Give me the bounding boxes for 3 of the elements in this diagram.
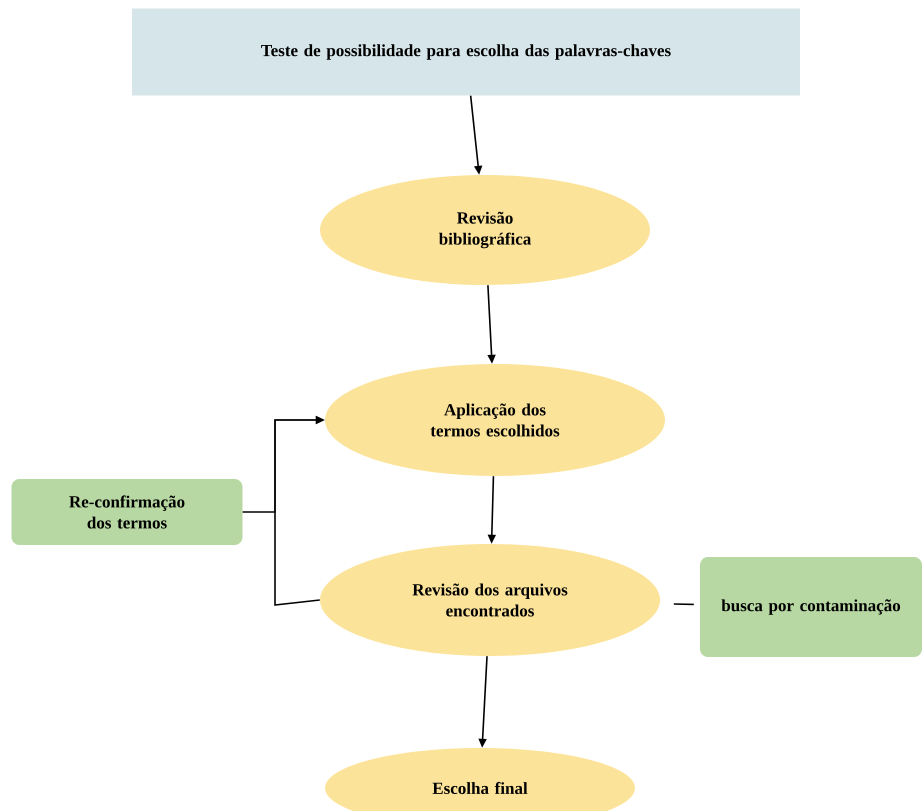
side-box: busca por contaminação [700, 557, 922, 657]
side-box: Re-confirmação dos termos [12, 479, 242, 545]
title-box: Teste de possibilidade para escolha das palavras-chaves [132, 8, 800, 96]
